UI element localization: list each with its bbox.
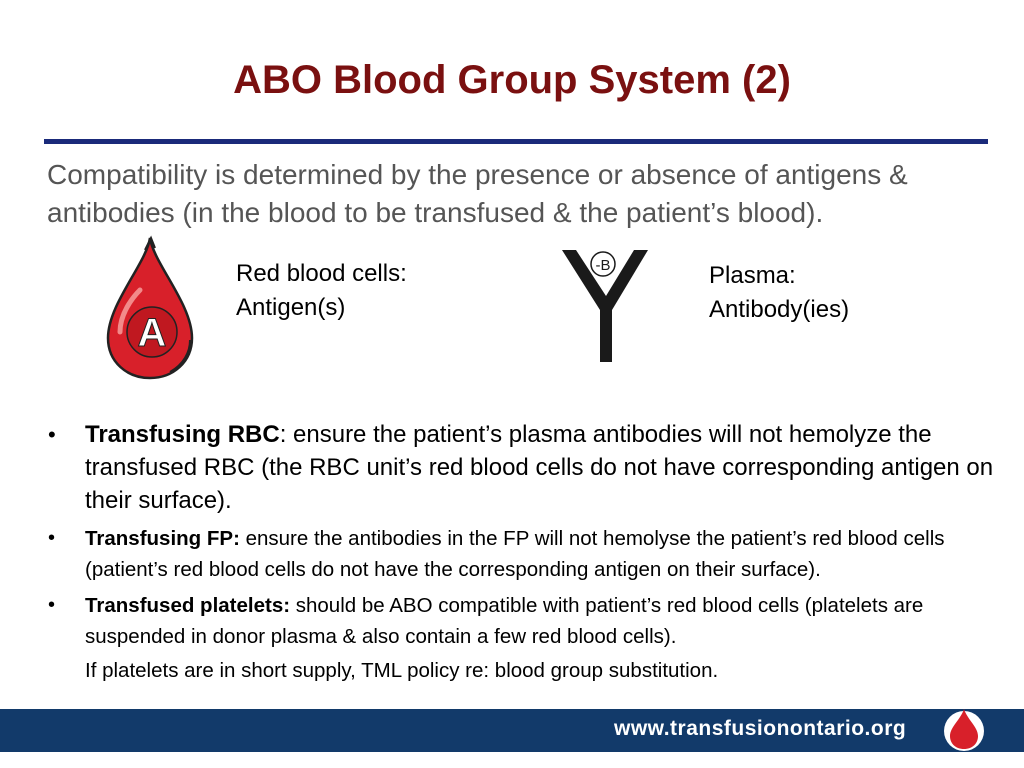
drop-letter: A xyxy=(138,311,167,355)
plasma-label: Plasma: Antibody(ies) xyxy=(709,259,849,327)
rbc-label-line2: Antigen(s) xyxy=(236,294,346,321)
bullet-list: • Transfusing RBC: ensure the patient’s … xyxy=(44,418,1019,686)
bullet-marker: • xyxy=(48,422,56,447)
title-divider xyxy=(44,139,988,144)
slide-title: ABO Blood Group System (2) xyxy=(233,58,791,102)
footer-url-link[interactable]: www.transfusionontario.org xyxy=(614,717,907,740)
antibody-y-icon: -B xyxy=(556,244,652,368)
rbc-label-line1: Red blood cells: xyxy=(236,260,407,287)
bullet-text: ensure the antibodies in the FP will not… xyxy=(85,527,945,581)
antibody-tag: -B xyxy=(596,257,611,274)
bullet-heading: Transfusing FP: xyxy=(85,527,240,550)
bullet-continuation: If platelets are in short supply, TML po… xyxy=(85,659,719,682)
bullet-marker: • xyxy=(48,594,56,616)
plasma-label-line2: Antibody(ies) xyxy=(709,296,850,323)
blood-drop-a-icon: A xyxy=(100,234,200,384)
bullet-heading: Transfusing RBC xyxy=(85,421,280,448)
footer-blood-drop-icon xyxy=(940,703,988,751)
bullet-text: : ensure the patient’s plasma antibodies… xyxy=(85,421,994,514)
bullet-heading: Transfused platelets: xyxy=(85,594,291,617)
bullet-transfusing-rbc: • Transfusing RBC: ensure the patient’s … xyxy=(44,418,1019,517)
plasma-label-line1: Plasma: xyxy=(709,262,796,289)
rbc-label: Red blood cells: Antigen(s) xyxy=(236,257,407,325)
footer-bar: www.transfusionontario.org xyxy=(0,709,1024,752)
bullet-text: should be ABO compatible with patient’s … xyxy=(85,594,924,648)
bullet-transfusing-fp: • Transfusing FP: ensure the antibodies … xyxy=(44,523,1019,585)
bullet-transfused-platelets: • Transfused platelets: should be ABO co… xyxy=(44,590,1019,686)
intro-text: Compatibility is determined by the prese… xyxy=(47,159,908,228)
bullet-marker: • xyxy=(48,527,56,549)
